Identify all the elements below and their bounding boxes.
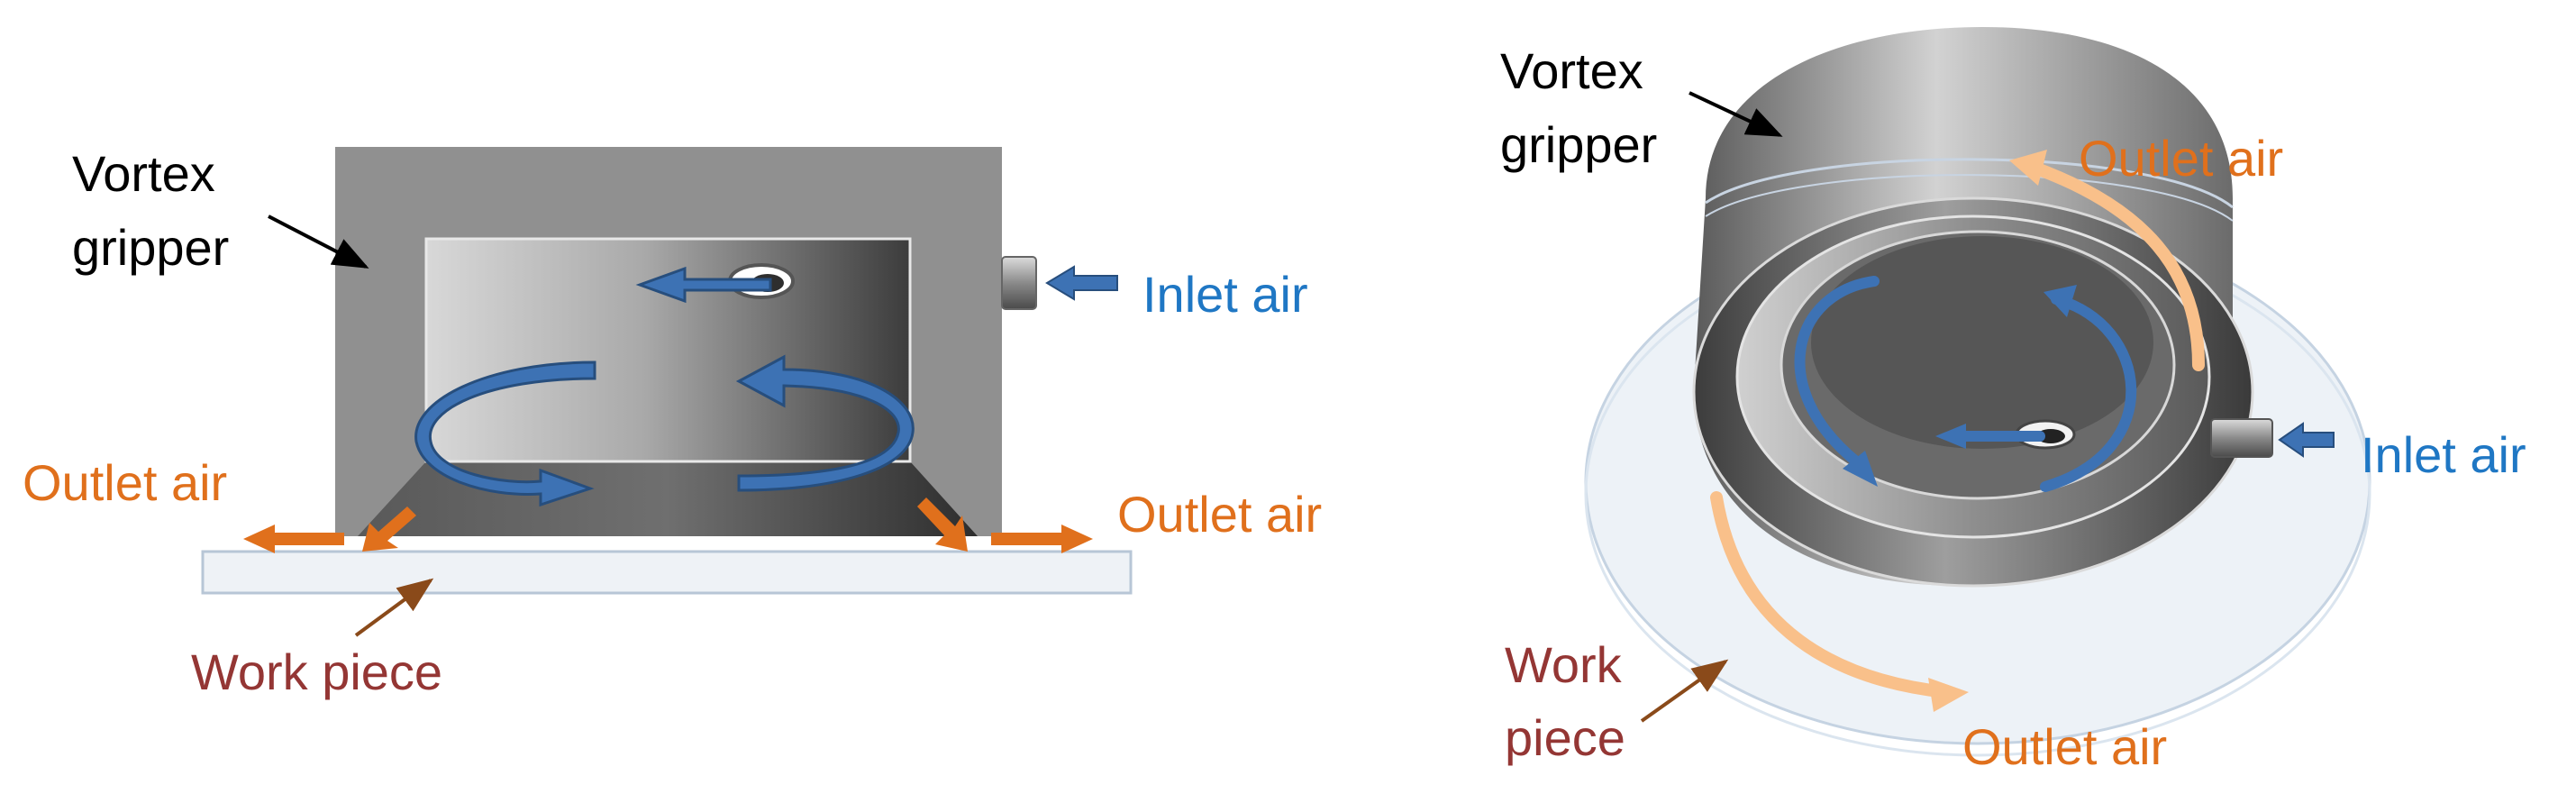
outlet-air-label-left: Outlet air <box>23 454 227 511</box>
outlet-air-label-top: Outlet air <box>2079 130 2283 187</box>
workpiece-label-right: Work piece <box>1505 636 1635 766</box>
gripper-leader-line <box>268 214 369 269</box>
outlet-air-label-right: Outlet air <box>1117 486 1322 543</box>
outlet-arrowheads-right <box>1928 150 2047 712</box>
gripper-leader-line-right <box>1689 91 1783 137</box>
right-isometric-view: Vortex gripper Outlet air Inlet air Work… <box>1500 27 2526 775</box>
workpiece-label: Work piece <box>191 643 442 700</box>
arrow-right-icon <box>1710 160 2205 698</box>
workpiece-leader-line-right <box>1640 659 1729 723</box>
inlet-nozzle <box>1001 256 1037 310</box>
inlet-air-label: Inlet air <box>1142 266 1308 323</box>
workpiece-leader-line <box>354 578 434 637</box>
gripper-label-right: Vortex gripper <box>1500 42 1657 173</box>
inlet-nozzle-right <box>2210 418 2273 458</box>
arrow-left-icon <box>1045 265 1118 301</box>
curved-arrow-icon <box>414 266 915 507</box>
curved-arrow-icon <box>1794 276 2137 492</box>
left-side-view: Vortex gripper Inlet air Outlet air Outl… <box>23 145 1322 700</box>
inlet-air-label-right: Inlet air <box>2361 426 2526 483</box>
flow-arrowheads-right <box>1843 285 2077 487</box>
arrow-right-icon <box>243 497 1093 553</box>
gripper-cavity <box>424 237 912 463</box>
workpiece-plate <box>201 550 1133 595</box>
gripper-label: Vortex gripper <box>72 145 229 276</box>
outlet-air-label-bottom: Outlet air <box>1962 718 2167 775</box>
arrow-left-icon <box>2278 422 2335 458</box>
